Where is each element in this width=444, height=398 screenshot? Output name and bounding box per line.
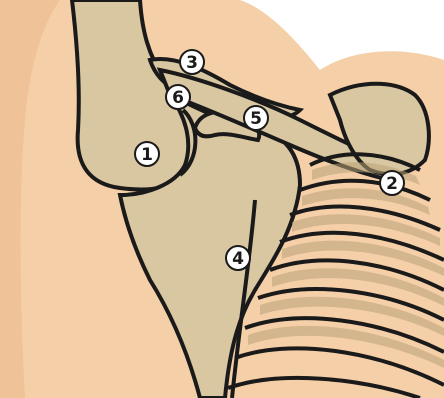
label-1: 1: [135, 142, 159, 166]
label-3-text: 3: [186, 53, 198, 73]
label-1-text: 1: [141, 145, 153, 165]
label-5: 5: [244, 106, 268, 130]
label-5-text: 5: [250, 109, 262, 129]
label-4-text: 4: [232, 249, 244, 269]
label-4: 4: [226, 246, 250, 270]
label-6: 6: [166, 85, 190, 109]
label-2: 2: [380, 171, 404, 195]
label-3: 3: [180, 50, 204, 74]
label-6-text: 6: [172, 88, 184, 108]
label-2-text: 2: [386, 174, 398, 194]
